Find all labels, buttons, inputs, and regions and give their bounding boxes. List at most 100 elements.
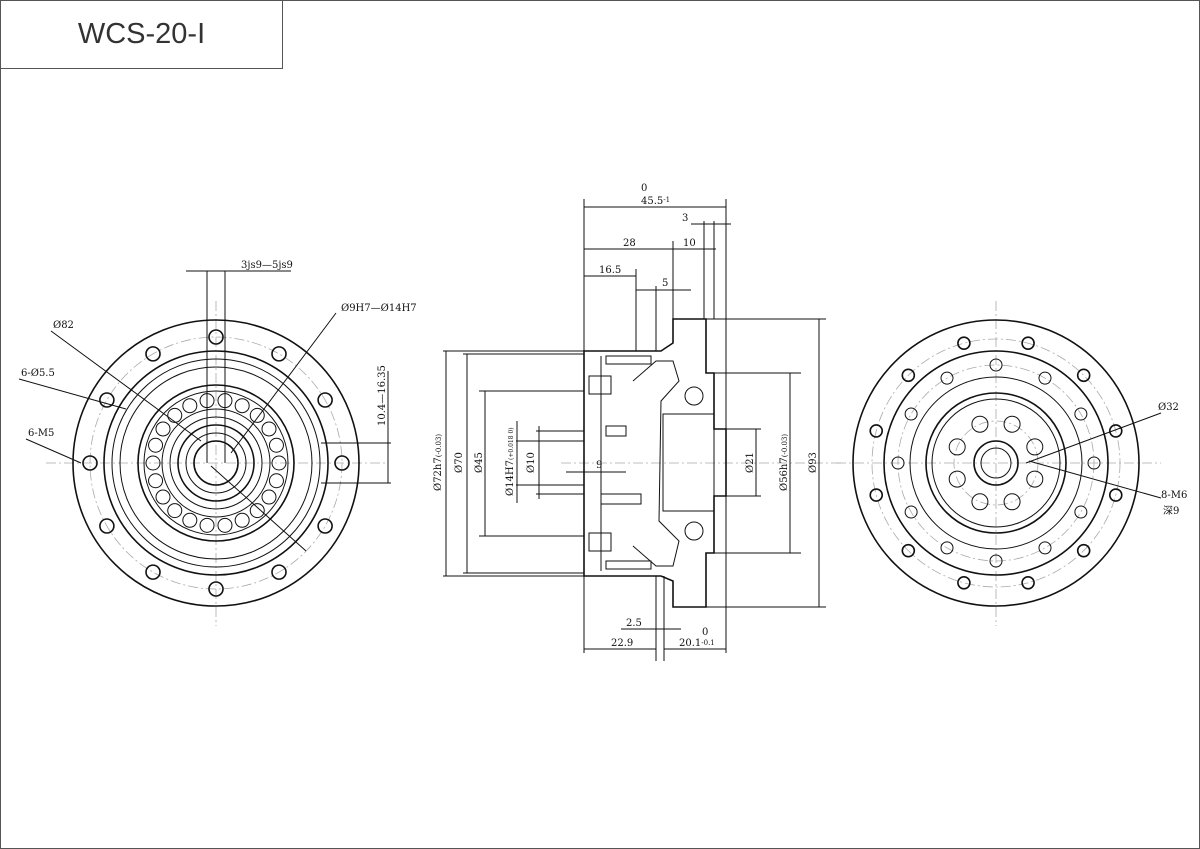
- ball-bearing-icon: [684, 521, 704, 541]
- bolt-hole-icon: [989, 554, 1003, 568]
- dim-20-1-upper-tol: 0: [702, 627, 708, 638]
- ring-outline: [177, 424, 255, 502]
- ring-outline: [119, 366, 313, 560]
- output-pilot-label: Ø56h7(-0.03): [779, 434, 790, 491]
- side-dimension-lines: [443, 199, 826, 661]
- dia-70-label: Ø70: [454, 452, 465, 473]
- bolt-hole-icon: [940, 541, 954, 555]
- dim-28-label: 28: [623, 238, 636, 249]
- bolt-hole-icon: [901, 543, 916, 558]
- pcd-label: Ø82: [53, 320, 74, 331]
- rear-rings: [852, 319, 1140, 607]
- front-rings: [72, 319, 360, 607]
- ring-outline: [185, 432, 247, 494]
- depth-label: 深9: [1163, 505, 1179, 517]
- dim-20-1-label: 20.1-0.1: [679, 638, 715, 649]
- ring-outline: [931, 398, 1061, 528]
- bolt-hole-icon: [989, 358, 1003, 372]
- overall-length-label: 45.5-1: [641, 196, 670, 207]
- bolt-hole-icon: [145, 346, 161, 362]
- bearing-roller-icon: [261, 489, 277, 505]
- ring-outline: [980, 447, 1012, 479]
- output-shaft-label: Ø21: [745, 452, 756, 473]
- thread-label: 8-M6: [1161, 490, 1187, 501]
- bearing-roller-icon: [234, 512, 250, 528]
- rear-centerlines: [836, 301, 1161, 626]
- input-bore-label: Ø14H7(+0.018 0): [505, 427, 516, 496]
- rear-view: Ø32 8-M6 深9: [836, 301, 1187, 626]
- bolt-hole-icon: [904, 505, 918, 519]
- key-height-label: 10.4—16.35: [377, 365, 388, 426]
- side-section-view: 45.5-1 0 3 28 10 16.5 5 9 2.5 22.9 20.1-…: [433, 183, 841, 661]
- ring-outline: [143, 390, 289, 536]
- ring-outline: [137, 384, 295, 542]
- tapped-hole-icon: [1026, 470, 1044, 488]
- bearing-roller-icon: [268, 473, 284, 489]
- bearing-roller-icon: [261, 421, 277, 437]
- title-box: WCS-20-I: [1, 1, 283, 69]
- bolt-hole-icon: [271, 564, 287, 580]
- ring-outline: [103, 350, 329, 576]
- dim-10-label: 10: [683, 238, 696, 249]
- ring-outline: [925, 392, 1067, 534]
- bearing-roller-icon: [145, 455, 161, 471]
- dim-16-5-label: 16.5: [599, 265, 621, 276]
- front-view: 3js9—5js9 Ø9H7—Ø14H7 Ø82 6-Ø5.5 6-M5 10.…: [18, 260, 417, 626]
- bolt-hole-icon: [1021, 575, 1035, 590]
- bolt-hole-icon: [82, 455, 98, 471]
- bolt-hole-icon: [145, 564, 161, 580]
- tapped-hole-icon: [948, 470, 966, 488]
- bolt-hole-icon: [869, 424, 884, 438]
- housing-internals: [583, 355, 715, 571]
- ring-outline: [89, 336, 343, 590]
- dim-3-label: 3: [682, 213, 688, 224]
- bearing-roller-icon: [155, 489, 171, 505]
- dia-45-label: Ø45: [474, 452, 485, 473]
- bolt-hole-icon: [1087, 456, 1101, 470]
- ring-outline: [193, 440, 239, 486]
- bolt-hole-icon: [1074, 407, 1088, 421]
- bearing-roller-icon: [271, 455, 287, 471]
- bolt-hole-icon: [317, 392, 333, 408]
- bolt-hole-icon: [901, 368, 916, 383]
- bearing-roller-icon: [234, 398, 250, 414]
- bearing-roller-icon: [268, 437, 284, 453]
- dim-5-label: 5: [662, 278, 668, 289]
- dim-9-label: 9: [596, 460, 602, 471]
- bolt-hole-icon: [1076, 543, 1091, 558]
- tapped-hole-icon: [971, 493, 989, 511]
- bolt-hole-icon: [869, 488, 884, 502]
- bolt-hole-icon: [99, 518, 115, 534]
- overall-length-upper-tol: 0: [641, 183, 647, 194]
- bearing-roller-icon: [249, 407, 265, 423]
- bearing-roller-icon: [148, 437, 164, 453]
- tapped-hole-icon: [1003, 493, 1021, 511]
- bolt-hole-icon: [891, 456, 905, 470]
- tapped-holes-label: 6-M5: [28, 428, 54, 439]
- bolt-hole-icon: [1021, 336, 1035, 351]
- ring-outline: [72, 319, 360, 607]
- dim-22-9-label: 22.9: [611, 638, 633, 649]
- tapped-hole-icon: [1003, 415, 1021, 433]
- rear-leader-lines: [1025, 412, 1162, 499]
- rear-bolt-holes: [869, 336, 1123, 590]
- front-centerlines: [46, 301, 386, 626]
- bearing-roller-icon: [167, 407, 183, 423]
- bolt-hole-icon: [317, 518, 333, 534]
- dia-10-label: Ø10: [526, 452, 537, 473]
- mount-holes-label: 6-Ø5.5: [21, 368, 55, 379]
- tapped-hole-icon: [1026, 438, 1044, 456]
- ring-outline: [883, 350, 1109, 576]
- bolt-hole-icon: [1108, 424, 1123, 438]
- ring-outline: [897, 364, 1095, 562]
- ring-outline: [909, 376, 1083, 550]
- bolt-hole-icon: [99, 392, 115, 408]
- bolt-hole-icon: [957, 575, 971, 590]
- bearing-roller-icon: [199, 517, 215, 533]
- bolt-hole-icon: [271, 346, 287, 362]
- bolt-hole-icon: [208, 581, 224, 597]
- bearing-roller-icon: [155, 421, 171, 437]
- bolt-hole-icon: [1108, 488, 1123, 502]
